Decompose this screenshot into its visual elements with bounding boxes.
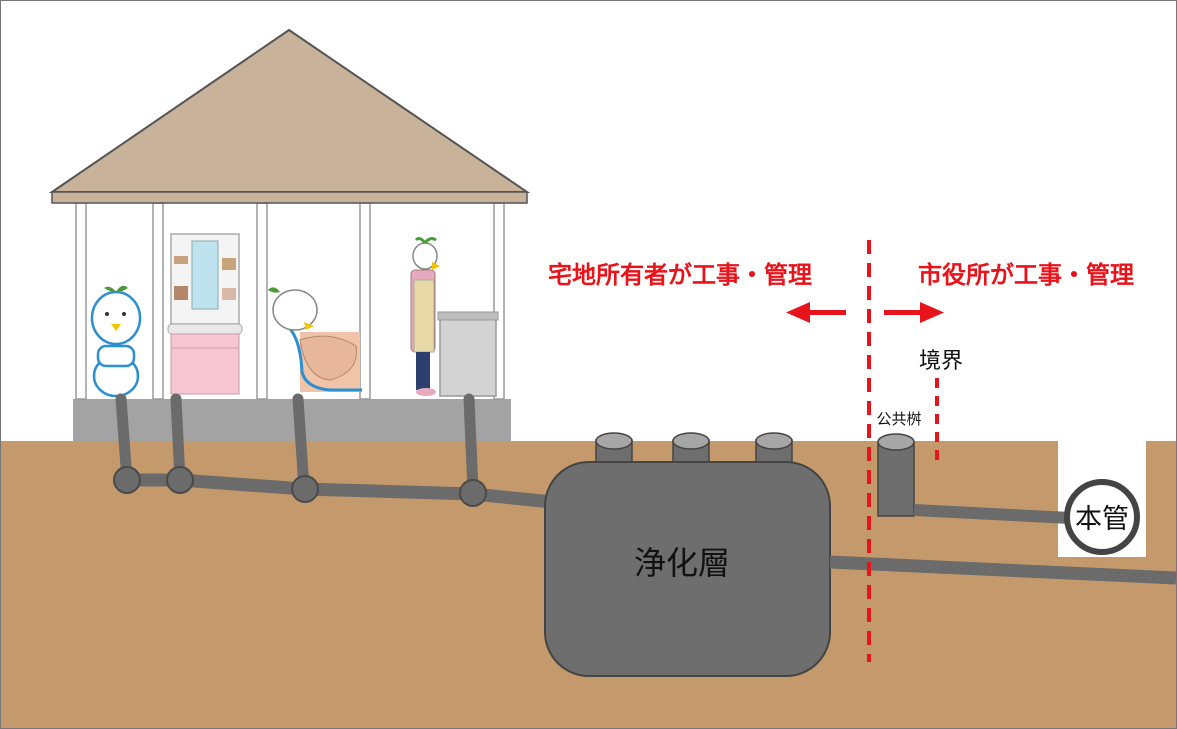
- city-side-arrow: [884, 302, 944, 323]
- septic-tank: [544, 432, 831, 677]
- person-icon: [410, 237, 440, 396]
- toilet-icon: [90, 285, 142, 398]
- main-pipe-label: 本管: [1075, 504, 1129, 535]
- main-pipe: [1064, 479, 1140, 555]
- boundary-label: 境界: [919, 349, 963, 374]
- outlet-pipe: [829, 555, 1177, 585]
- owner-side-label: 宅地所有者が工事・管理: [548, 261, 812, 289]
- bathtub-icon: [268, 287, 362, 392]
- house-foundation: [73, 399, 511, 441]
- washstand-icon: [167, 233, 243, 395]
- public-basin: [877, 433, 1071, 524]
- public-basin-label: 公共桝: [876, 410, 921, 428]
- house-roof: [48, 28, 531, 204]
- pipe-joints: [113, 466, 487, 507]
- kitchen-sink-icon: [437, 311, 499, 397]
- owner-side-arrow: [786, 302, 846, 323]
- tank-label: 浄化層: [634, 544, 730, 582]
- city-side-label: 市役所が工事・管理: [918, 261, 1134, 289]
